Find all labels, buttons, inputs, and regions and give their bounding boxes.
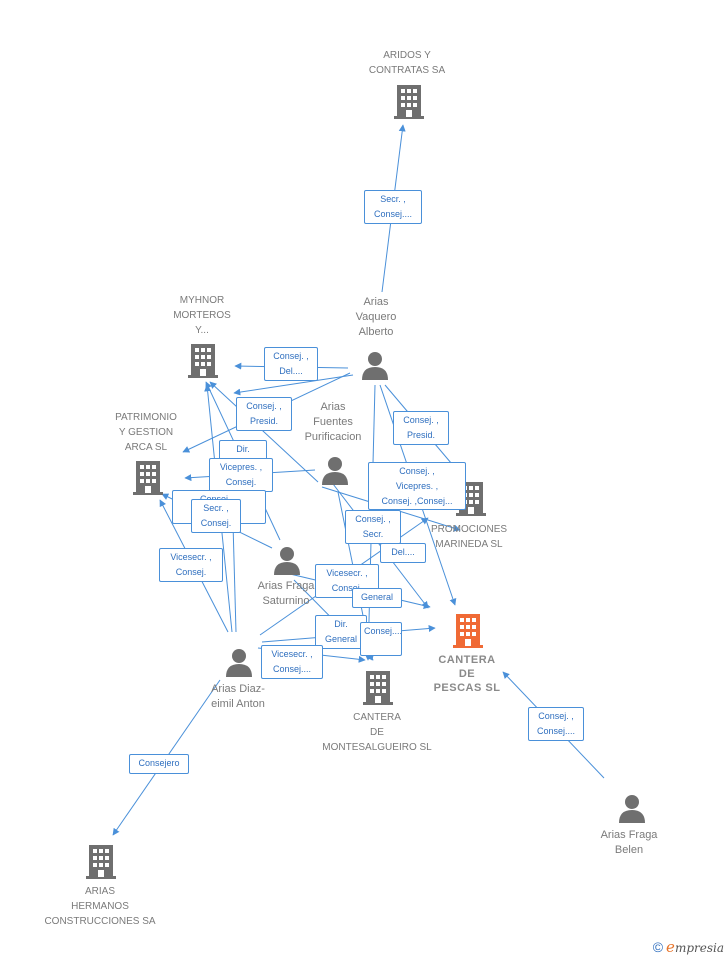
relation-role-box[interactable]: Consejero — [129, 754, 189, 774]
relation-role-box[interactable]: Secr. ,Consej. — [191, 499, 241, 533]
person-fuentes-icon[interactable] — [320, 455, 350, 490]
relation-role-box[interactable]: Dir.General — [315, 615, 367, 649]
relation-role-box[interactable]: Consej. ,Secr. — [345, 510, 401, 544]
relation-role-box[interactable]: Del.... — [380, 543, 426, 563]
person-belen-icon[interactable] — [617, 793, 647, 828]
relation-role-box[interactable]: Consej. ,Presid. — [393, 411, 449, 445]
relation-role-box[interactable]: Consej. ,Del.... — [264, 347, 318, 381]
relation-role-box[interactable]: Consej. ,Consej.... — [528, 707, 584, 741]
company-cantera-pescas-building-icon[interactable] — [453, 614, 483, 653]
relationship-edge — [233, 374, 354, 396]
company-arias-hermanos-building-icon[interactable] — [86, 845, 116, 884]
person-saturnino-icon[interactable] — [272, 545, 302, 580]
label-diaz[interactable]: Arias Diaz-eimil Anton — [211, 683, 265, 710]
relation-role-box[interactable]: Consej. ,Vicepres. ,Consej. ,Consej... — [368, 462, 466, 510]
relationship-edge — [209, 381, 319, 483]
relation-role-box[interactable]: Consej. ,Presid. — [236, 397, 292, 431]
relation-role-box[interactable]: Vicesecr. ,Consej.... — [261, 645, 323, 679]
company-aridos-building-icon[interactable] — [394, 85, 424, 124]
relation-role-box[interactable]: Consej.... — [360, 622, 402, 656]
relation-role-box[interactable]: Vicesecr. ,Consej. — [159, 548, 223, 582]
person-diaz-icon[interactable] — [224, 647, 254, 682]
relationship-edge — [329, 479, 429, 609]
relation-role-box[interactable]: General — [352, 588, 402, 608]
company-cantera-monte-building-icon[interactable] — [363, 671, 393, 710]
relation-role-box[interactable]: Secr. ,Consej.... — [364, 190, 422, 224]
company-patrimonio-building-icon[interactable] — [133, 461, 163, 500]
relation-role-box[interactable]: Dir. — [219, 440, 267, 460]
brand-logo: ©empresia — [652, 938, 724, 956]
person-vaquero-icon[interactable] — [360, 350, 390, 385]
relation-role-box[interactable]: Vicepres. ,Consej. — [209, 458, 273, 492]
company-myhnor-building-icon[interactable] — [188, 344, 218, 383]
